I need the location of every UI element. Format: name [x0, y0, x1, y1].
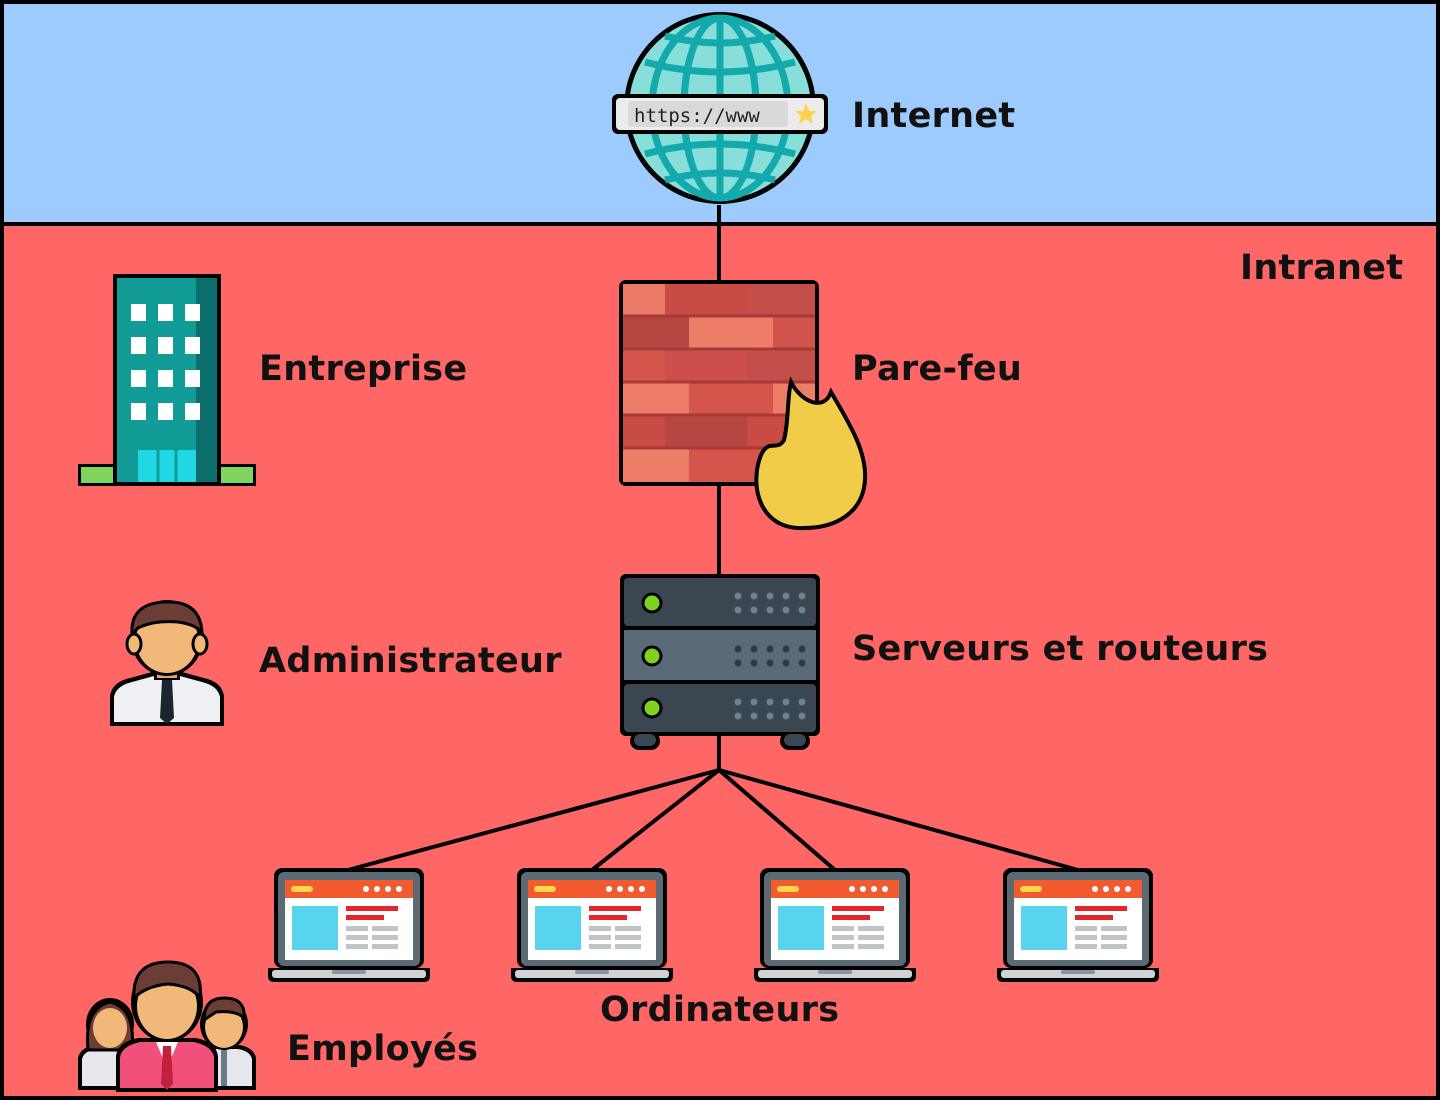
computers-label: Ordinateurs [600, 990, 840, 1030]
admin-label: Administrateur [259, 641, 562, 681]
intranet-zone-label: Intranet [1240, 248, 1404, 288]
firewall-icon [619, 280, 868, 531]
servers-label: Serveurs et routeurs [852, 629, 1269, 669]
wire-hub-laptop-1 [347, 768, 720, 872]
globe-icon: https://www [612, 12, 828, 204]
firewall-label: Pare-feu [852, 349, 1023, 389]
company-label: Entreprise [259, 349, 468, 389]
employees-label: Employés [287, 1029, 479, 1069]
internet-zone-label: Internet [852, 96, 1016, 136]
laptop-icon [511, 868, 673, 982]
flame-icon [754, 376, 868, 531]
laptop-icon [997, 868, 1159, 982]
admin-person-icon [110, 600, 224, 726]
url-text: https://www [634, 105, 760, 127]
employees-group-icon [78, 960, 256, 1092]
server-rack-icon [620, 574, 820, 750]
building-icon [78, 274, 256, 486]
laptop-icon [754, 868, 916, 982]
laptop-icon [268, 868, 430, 982]
wire-hub-laptop-4 [718, 768, 1079, 872]
wire-hub-laptop-3 [717, 768, 837, 872]
wire-hub-laptop-2 [590, 768, 721, 872]
